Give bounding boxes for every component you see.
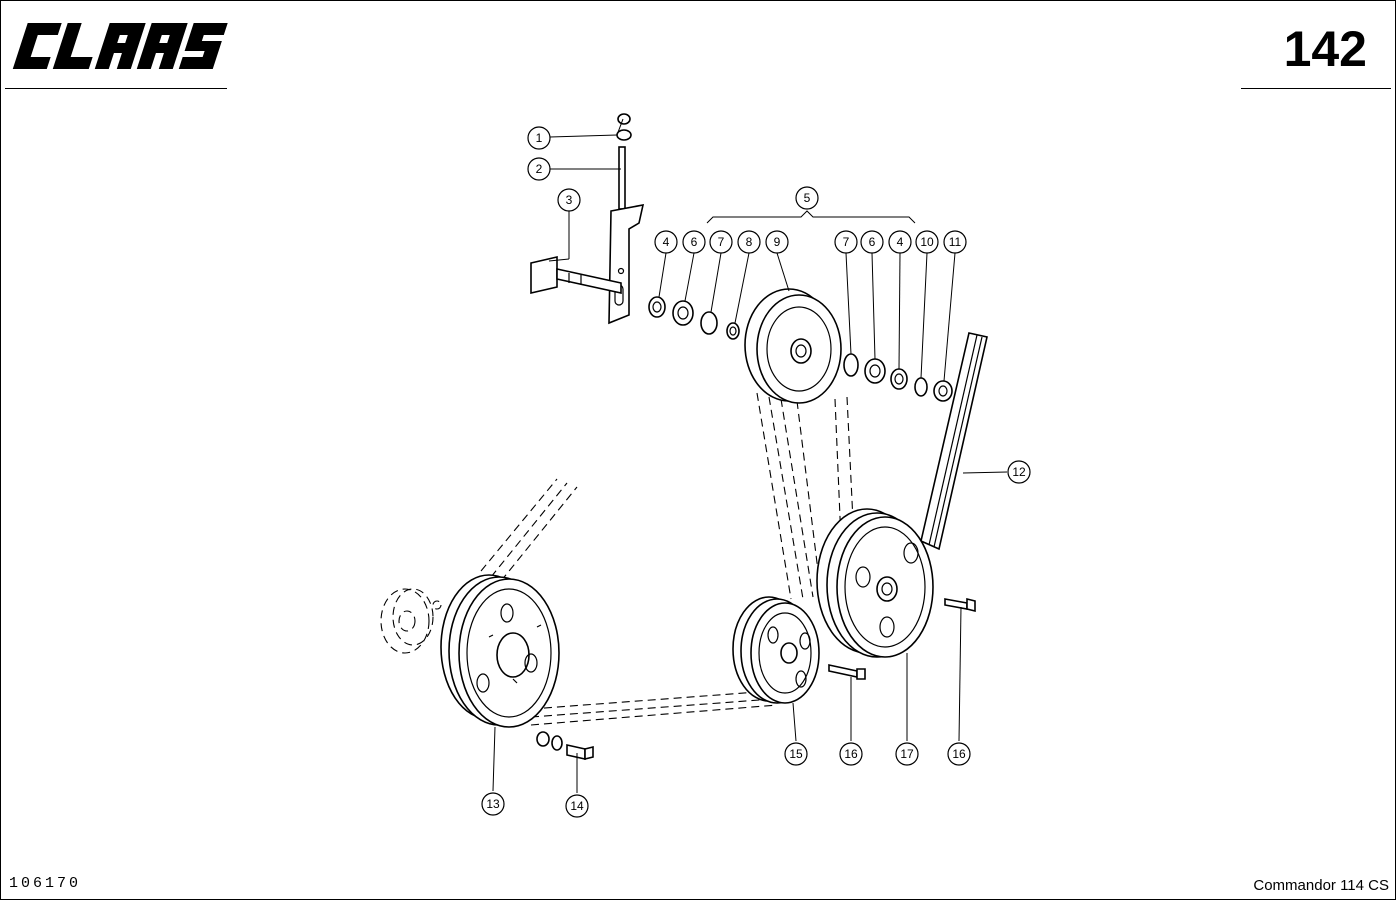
svg-text:13: 13: [486, 797, 500, 811]
callout-1: 1: [527, 126, 551, 150]
svg-text:11: 11: [949, 235, 962, 249]
callout-5: 5: [795, 186, 819, 210]
drive-pulley-part-17: [816, 508, 934, 658]
callout-12: 12: [1007, 460, 1031, 484]
svg-text:7: 7: [718, 235, 725, 249]
pulley-part-13: [440, 574, 560, 728]
drawing-number: 106170: [9, 875, 82, 892]
callout-6-right: 6: [860, 230, 884, 254]
leader-lines: [492, 118, 1008, 793]
callout-14: 14: [565, 794, 589, 818]
bolt-part-14: [536, 731, 594, 761]
pulley-part-15: [732, 596, 820, 704]
page-number-underline: [1241, 88, 1391, 89]
model-name: Commandor 114 CS: [1253, 877, 1389, 894]
hub-phantom-outline: [380, 588, 442, 654]
bolt-part-16-left: [828, 664, 866, 680]
svg-text:1: 1: [536, 131, 543, 145]
svg-text:12: 12: [1012, 465, 1026, 479]
callout-4-left: 4: [654, 230, 678, 254]
svg-text:6: 6: [691, 235, 698, 249]
bolt-part-16-right: [944, 597, 976, 613]
t-bolt-part-3: [530, 255, 622, 295]
callout-13: 13: [481, 792, 505, 816]
svg-text:6: 6: [869, 235, 876, 249]
claas-logo: [12, 23, 228, 69]
svg-text:4: 4: [897, 235, 904, 249]
page-number: 142: [1283, 21, 1367, 77]
svg-text:3: 3: [566, 193, 573, 207]
callout-8: 8: [737, 230, 761, 254]
svg-text:9: 9: [774, 235, 781, 249]
callout-15: 15: [784, 742, 808, 766]
nut-part-1: [616, 113, 632, 141]
callout-16-right: 16: [947, 742, 971, 766]
svg-text:16: 16: [952, 747, 966, 761]
svg-text:10: 10: [920, 235, 934, 249]
callout-10: 10: [915, 230, 939, 254]
svg-text:4: 4: [663, 235, 670, 249]
svg-text:7: 7: [843, 235, 850, 249]
svg-text:15: 15: [789, 747, 803, 761]
svg-text:17: 17: [900, 747, 914, 761]
callout-6-left: 6: [682, 230, 706, 254]
v-belt-part-12: [920, 332, 988, 551]
idler-pulley-part-9: [744, 288, 842, 404]
svg-text:2: 2: [536, 162, 543, 176]
bearing-set-right: [843, 353, 953, 402]
callout-9: 9: [765, 230, 789, 254]
bearing-set-left: [648, 296, 740, 340]
callout-16-left: 16: [839, 742, 863, 766]
callout-2: 2: [527, 157, 551, 181]
svg-text:16: 16: [844, 747, 858, 761]
tensioner-arm-part-2: [608, 146, 645, 325]
callout-17: 17: [895, 742, 919, 766]
svg-text:5: 5: [804, 191, 811, 205]
svg-text:8: 8: [746, 235, 753, 249]
callout-7-right: 7: [834, 230, 858, 254]
logo-underline: [5, 88, 227, 89]
belt-dashed-lines: [480, 392, 854, 726]
callout-7-left: 7: [709, 230, 733, 254]
callout-11: 11: [943, 230, 967, 254]
svg-text:14: 14: [570, 799, 584, 813]
callout-4-right: 4: [888, 230, 912, 254]
callout-3: 3: [557, 188, 581, 212]
